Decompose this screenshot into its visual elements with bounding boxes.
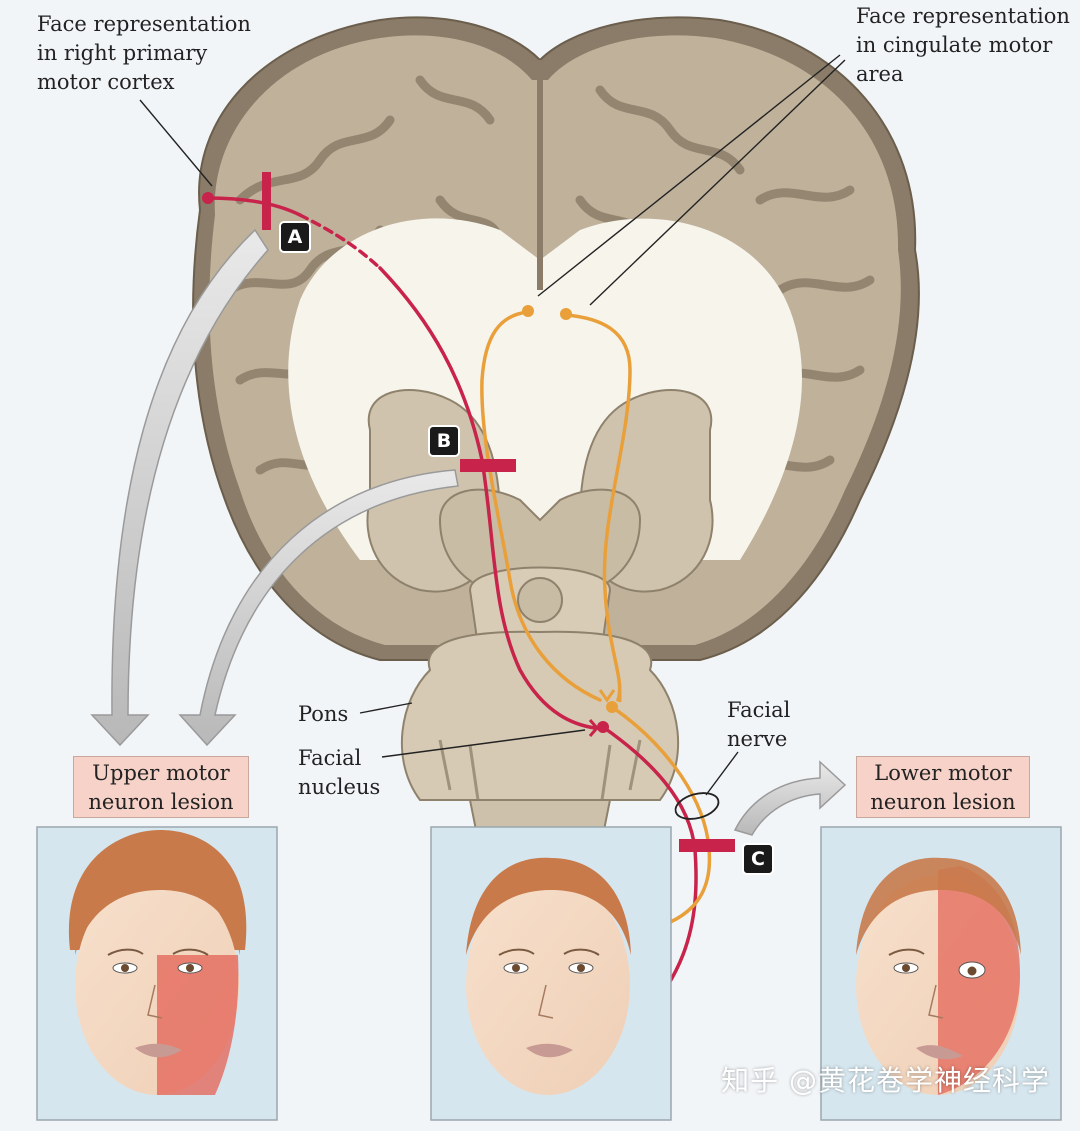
- face-illustration-icon: [856, 857, 1021, 1095]
- lower-motor-neuron-lesion-box: Lower motor neuron lesion: [856, 756, 1030, 818]
- lesion-bar-a: [262, 172, 271, 230]
- cingulate-pathway-left: [480, 310, 602, 702]
- lesion-bar-c: [679, 839, 735, 852]
- label-pons: Pons: [298, 702, 349, 726]
- face-illustration-icon: [466, 857, 631, 1095]
- badge-c: C: [742, 843, 774, 875]
- lesion-bar-b: [460, 459, 516, 472]
- upper-lesion-arrow-b: [178, 469, 459, 747]
- label-face-cingulate-motor-area: Face representation in cingulate motor a…: [856, 4, 1070, 86]
- face-panel-lower-lesion: [820, 826, 1062, 1121]
- label-facial-nerve: Facial nerve: [727, 698, 791, 751]
- upper-motor-neuron-lesion-box: Upper motor neuron lesion: [73, 756, 249, 818]
- upper-lesion-arrow-a: [90, 228, 269, 747]
- face-illustration-icon: [68, 830, 247, 1095]
- face-panel-intact: [430, 826, 672, 1121]
- watermark: 知乎 @黄花卷学神经科学: [721, 1064, 1050, 1097]
- badge-b: B: [428, 425, 460, 457]
- badge-a: A: [279, 221, 311, 253]
- cingulate-pathway-right: [564, 313, 632, 702]
- lower-lesion-arrow: [733, 760, 847, 836]
- face-panel-upper-lesion: [36, 826, 278, 1121]
- label-facial-nucleus: Facial nucleus: [298, 746, 381, 799]
- label-face-right-primary-motor-cortex: Face representation in right primary mot…: [37, 12, 251, 94]
